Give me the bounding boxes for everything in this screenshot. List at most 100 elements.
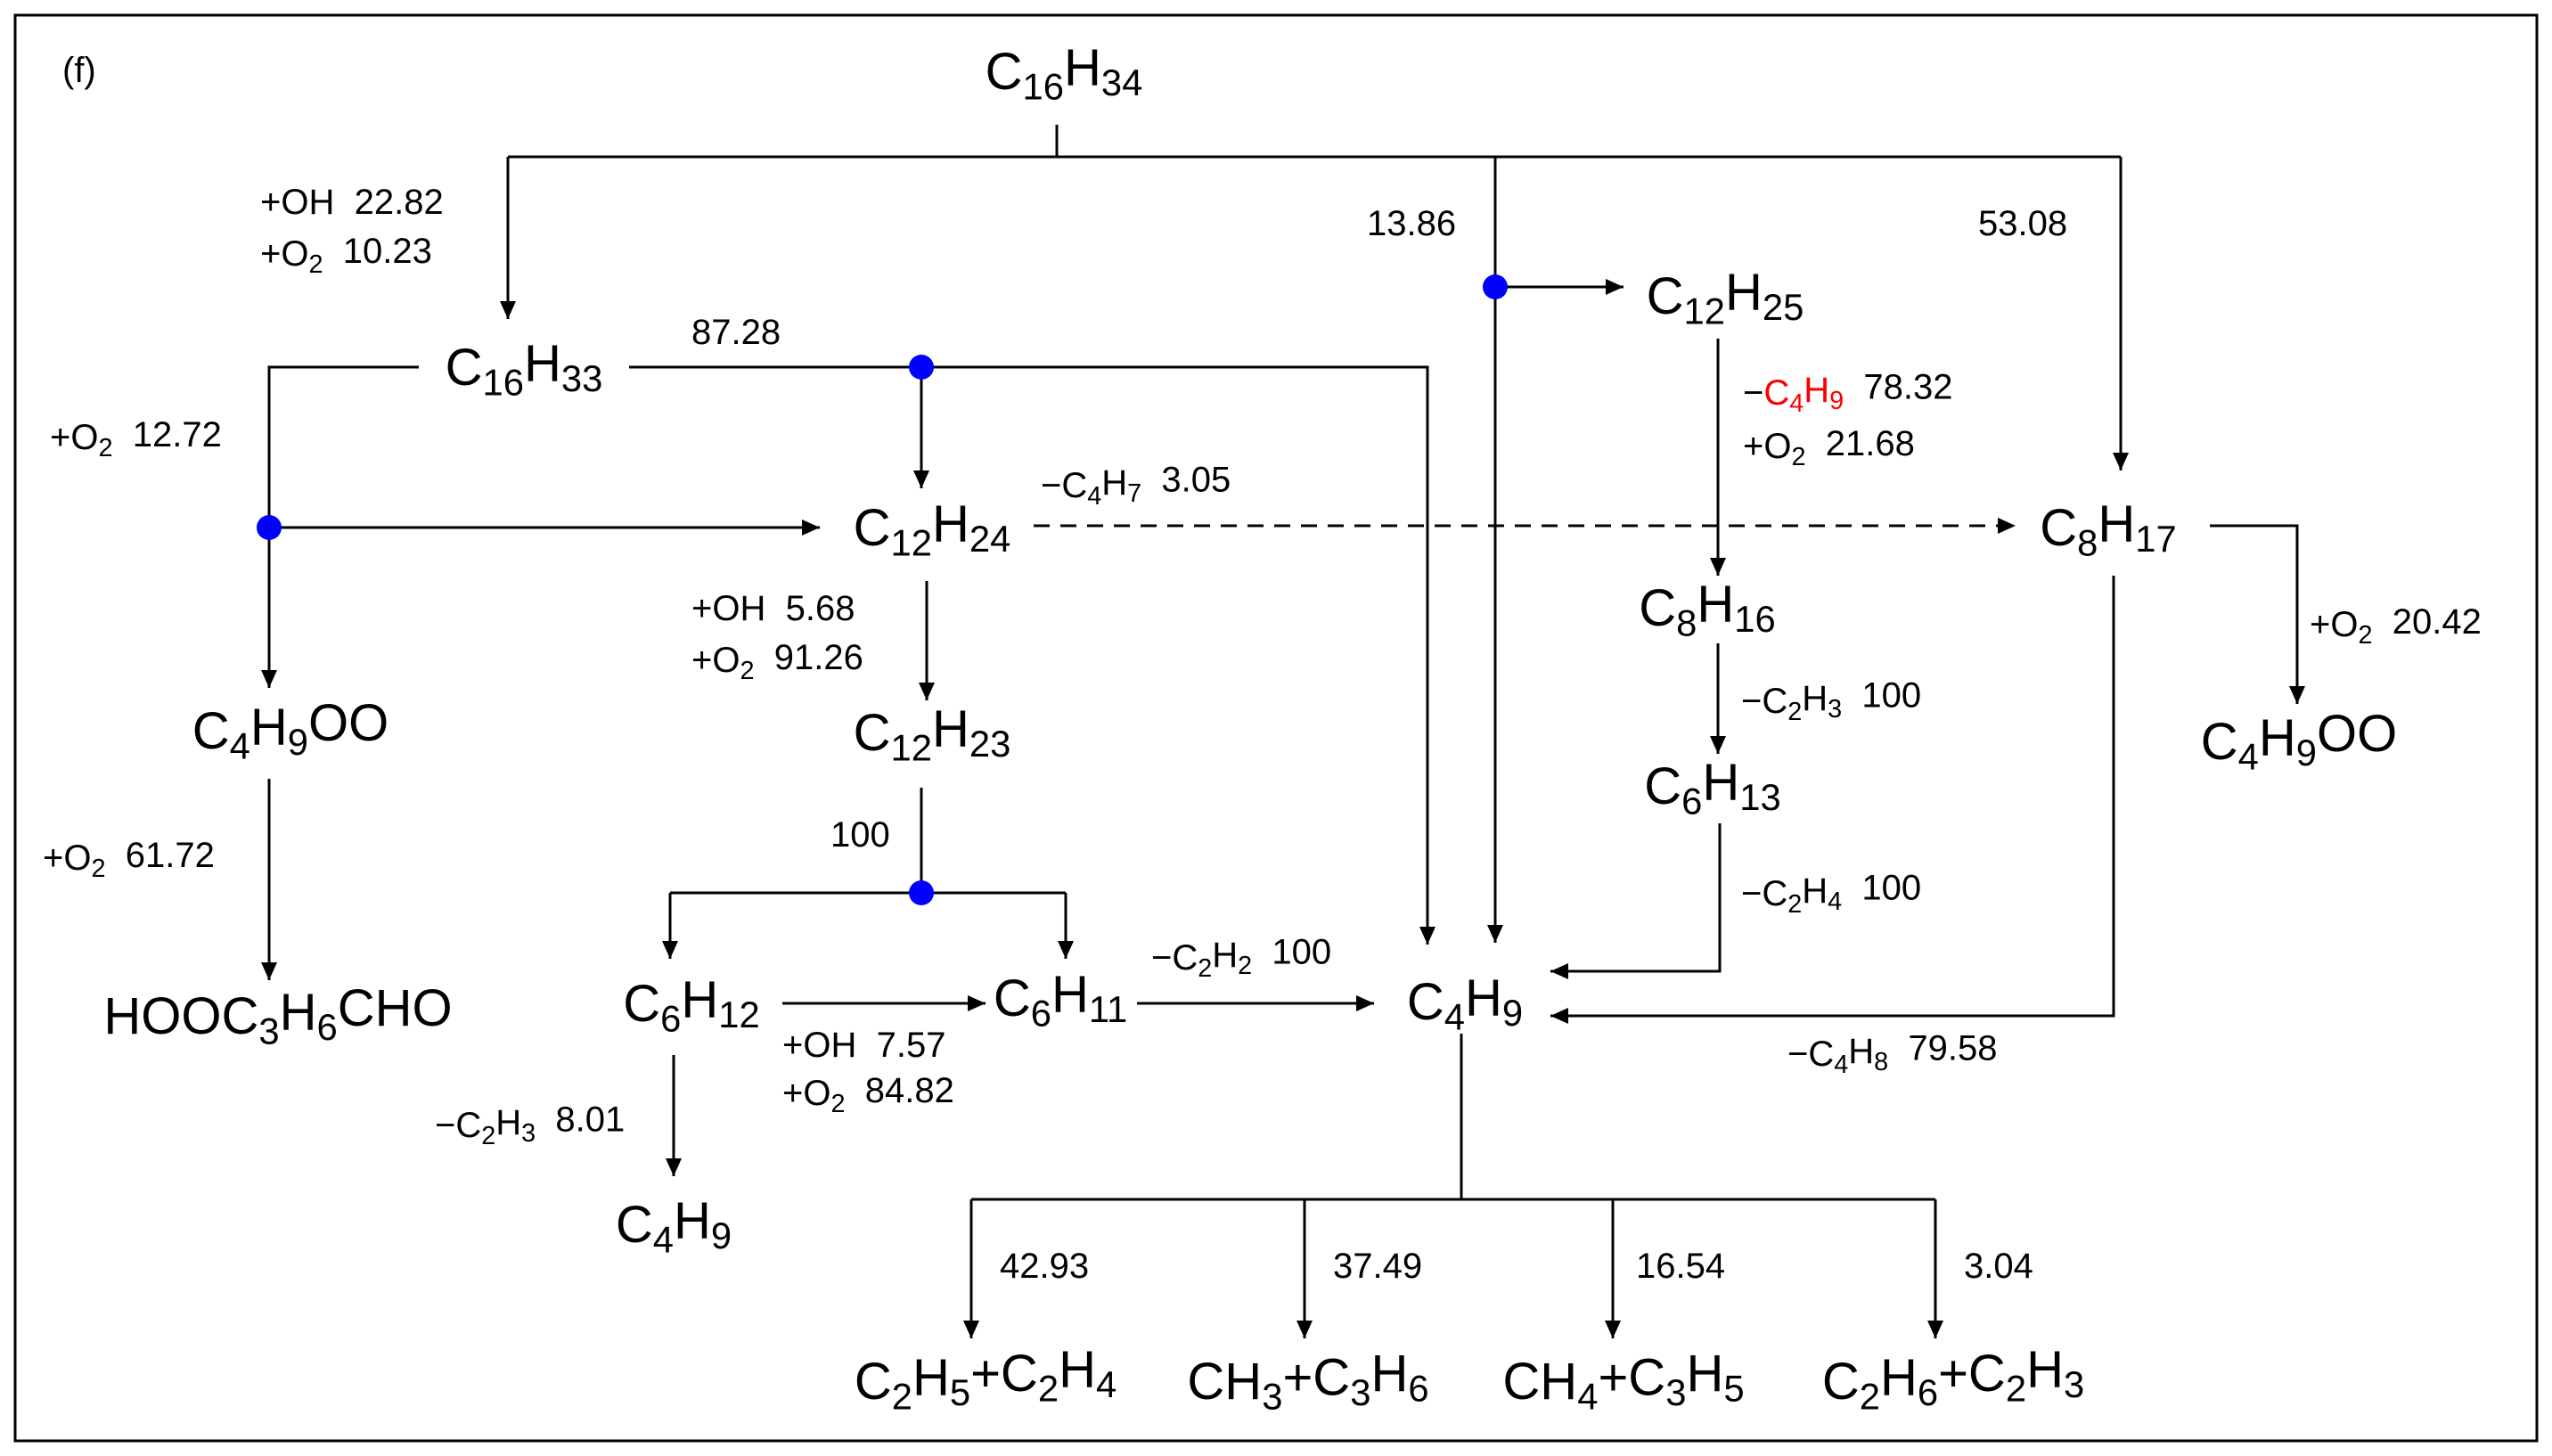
text-segment: 100 (1842, 676, 1921, 716)
text-segment: H (912, 1348, 950, 1406)
subscript: 3 (258, 1010, 279, 1052)
node-c4h9oo-right: C4H9OO (2201, 705, 2397, 778)
label-minus-c4h8-79-58: −C4H8 79.58 (1787, 1029, 1998, 1079)
subscript: 2 (1860, 1376, 1880, 1418)
label-o2-91-26: +O2 91.26 (691, 638, 863, 685)
text-segment: CH (1502, 1353, 1577, 1411)
subscript: 9 (2296, 732, 2317, 773)
text-segment: H (674, 1191, 711, 1249)
subscript: 24 (969, 518, 1010, 560)
text-segment: H (280, 983, 317, 1041)
subscript: 2 (481, 1122, 495, 1150)
subscript: 8 (1676, 602, 1697, 644)
text-segment: +C (1598, 1348, 1665, 1406)
text-segment: +O (260, 234, 308, 274)
subscript: 4 (1834, 1051, 1848, 1079)
text-segment: H (250, 698, 288, 756)
species-nodes: C16H34 C16H33 C12H25 C12H24 C8H17 C8H16 … (103, 38, 2397, 1417)
text-segment: C (1763, 373, 1789, 413)
subscript: 9 (711, 1215, 732, 1256)
subscript: 8 (2077, 522, 2098, 564)
text-segment: 3.05 (1141, 461, 1231, 500)
junction-dot (257, 515, 282, 540)
subscript: 16 (1734, 598, 1775, 640)
text-segment: 13.86 (1367, 204, 1456, 243)
text-segment: − (1743, 373, 1763, 413)
subscript: 4 (1828, 888, 1842, 916)
label-o2-61-72: +O2 61.72 (43, 836, 215, 883)
label-o2-84-82: +O2 84.82 (782, 1071, 954, 1118)
label-oh-5-68: +OH 5.68 (691, 589, 855, 628)
node-c6h12: C6H12 (623, 970, 759, 1039)
connector-lines (261, 125, 2305, 1338)
junction-dots (257, 274, 1508, 905)
text-segment: H (1848, 1032, 1874, 1071)
node-c2h6-c2h3: C2H6+C2H3 (1822, 1340, 2084, 1417)
subscript: 3 (1262, 1376, 1282, 1418)
text-segment: −C (1741, 874, 1787, 913)
junction-dot (909, 355, 934, 380)
subscript: 4 (1087, 482, 1101, 511)
text-segment: 16.54 (1636, 1247, 1725, 1286)
text-segment: 21.68 (1806, 424, 1915, 463)
node-c6h11: C6H11 (994, 965, 1127, 1034)
label-minus-c2h4-100: −C2H4 100 (1741, 869, 1921, 919)
text-segment: +O (43, 838, 91, 878)
subscript: 33 (561, 357, 602, 399)
subscript: 4 (1444, 996, 1465, 1038)
text-segment: −C (1787, 1035, 1834, 1074)
text-segment: 61.72 (106, 836, 215, 875)
text-segment: H (1465, 969, 1502, 1027)
subscript: 4 (1789, 389, 1804, 418)
text-segment: +O (691, 641, 740, 680)
label-o2-12-72: +O2 12.72 (50, 415, 222, 462)
label-minus-c2h2-100: −C2H2 100 (1151, 933, 1331, 983)
subscript: 7 (1127, 479, 1141, 508)
subscript: 6 (1408, 1368, 1428, 1410)
text-segment: 100 (1252, 933, 1331, 972)
label-oh-7-57: +OH 7.57 (782, 1026, 945, 1065)
subscript: 4 (230, 725, 250, 767)
text-segment: H (1059, 1340, 1096, 1398)
text-segment: C (1644, 757, 1681, 815)
subscript: 5 (950, 1371, 970, 1413)
subscript: 2 (1787, 890, 1802, 919)
pathway-labels: +OH 22.82 +O2 10.23 13.86 53.08 87.28 +O… (43, 183, 2482, 1286)
text-segment: −C (1741, 682, 1787, 721)
subscript: 3 (1828, 695, 1842, 724)
text-segment: C (1647, 267, 1684, 325)
node-ch4-c3h5: CH4+C3H5 (1502, 1345, 1744, 1418)
node-c2h5-c2h4: C2H5+C2H4 (855, 1340, 1116, 1417)
text-segment: +C (970, 1345, 1038, 1403)
label-53-08: 53.08 (1978, 204, 2067, 243)
subscript: 5 (1723, 1368, 1744, 1410)
node-c4h9oo-left: C4H9OO (192, 694, 389, 767)
subscript: 12 (718, 994, 759, 1035)
subscript: 2 (91, 855, 105, 883)
text-segment: H (1101, 463, 1127, 503)
text-segment: H (2026, 1340, 2064, 1398)
text-segment: H (1051, 965, 1089, 1023)
subscript: 6 (1031, 993, 1051, 1035)
subscript: 2 (1198, 954, 1212, 983)
subscript: 4 (2238, 736, 2259, 778)
panel-label: (f) (62, 51, 96, 90)
node-c4h9-bottom: C4H9 (616, 1191, 732, 1260)
node-ch3-c3h6: CH3+C3H6 (1187, 1345, 1428, 1418)
text-segment: 84.82 (846, 1071, 954, 1110)
text-segment: 78.32 (1844, 368, 1952, 407)
text-segment: OO (308, 694, 389, 752)
text-segment: H (1802, 871, 1828, 911)
node-c8h16: C8H16 (1639, 575, 1775, 643)
node-c4h9-center: C4H9 (1407, 969, 1523, 1037)
label-minus-c2h3-100: −C2H3 100 (1741, 676, 1921, 726)
subscript: 25 (1763, 286, 1804, 328)
text-segment: 100 (1842, 869, 1921, 908)
label-minus-c4h7-3-05: −C4H7 3.05 (1041, 461, 1231, 511)
text-segment: +O (1743, 427, 1791, 466)
text-segment: H (1697, 575, 1734, 633)
text-segment: C (2201, 713, 2238, 771)
label-37-49: 37.49 (1333, 1247, 1422, 1286)
label-16-54: 16.54 (1636, 1247, 1725, 1286)
subscript: 2 (308, 250, 323, 279)
